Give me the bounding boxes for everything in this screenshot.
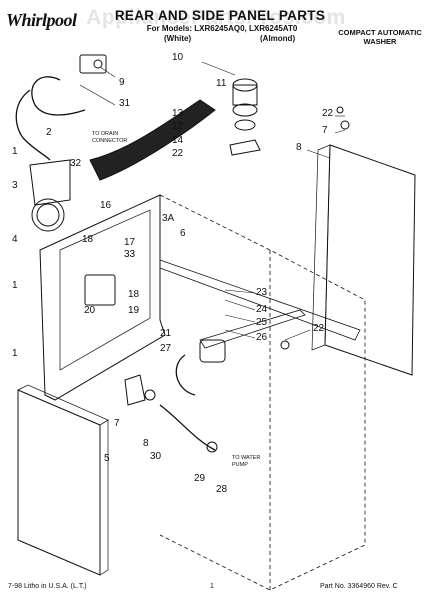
callout-5: 5 [104, 453, 110, 464]
brand-logo: Whirlpool [6, 10, 77, 30]
drain-note-line-1: TO DRAIN [92, 131, 119, 137]
subtitle-line-1: COMPACT AUTOMATIC [338, 28, 422, 37]
water-pump [199, 339, 226, 363]
callout-1-upper: 1 [12, 146, 18, 157]
callout-26: 26 [256, 332, 268, 343]
motor-unit [84, 274, 116, 306]
pump-note: TO WATER PUMP [232, 455, 260, 468]
water-valve [79, 54, 107, 74]
footer-part-number: Part No. 3364960 Rev. C [320, 583, 398, 590]
callout-18-lower: 18 [128, 289, 140, 300]
callout-8-lower: 8 [143, 438, 149, 449]
pump-note-line-1: TO WATER [232, 455, 261, 461]
top-brace [159, 259, 361, 341]
callout-32: 32 [70, 158, 82, 169]
callout-22-right: 22 [322, 108, 334, 119]
right-side-panel [324, 144, 416, 376]
callout-33: 33 [124, 249, 136, 260]
callout-27: 27 [160, 343, 172, 354]
callout-10: 10 [172, 52, 184, 63]
callout-22-upper: 22 [172, 148, 184, 159]
diagram-title: REAR AND SIDE PANEL PARTS [114, 8, 326, 23]
base-frame [199, 309, 306, 349]
callout-30: 30 [150, 451, 162, 462]
callout-31: 31 [119, 98, 131, 109]
callout-17: 17 [124, 237, 136, 248]
fill-hose [15, 89, 51, 161]
callout-1-lower: 1 [12, 348, 18, 359]
callout-1-middle: 1 [12, 280, 18, 291]
callout-28: 28 [216, 484, 228, 495]
callout-2: 2 [46, 127, 52, 138]
callout-29: 29 [194, 473, 206, 484]
callout-3: 3 [12, 180, 18, 191]
callout-9: 9 [119, 77, 125, 88]
callout-19: 19 [128, 305, 140, 316]
callout-18-upper: 18 [82, 234, 94, 245]
callout-13: 13 [172, 108, 184, 119]
drain-note: TO DRAIN CONNECTOR [92, 131, 127, 144]
cabinet-outline [159, 194, 366, 591]
drain-hose [159, 404, 216, 451]
callout-14: 14 [172, 135, 184, 146]
callout-7-lower: 7 [114, 418, 120, 429]
left-side-panel [17, 389, 101, 576]
callout-22-lower: 22 [313, 323, 325, 334]
callout-25: 25 [256, 317, 268, 328]
footer-page-number: 1 [210, 583, 214, 590]
callout-20: 20 [84, 305, 96, 316]
drain-note-line-2: CONNECTOR [92, 137, 128, 144]
callout-8-right: 8 [296, 142, 302, 153]
color-almond-label: (Almond) [260, 34, 296, 43]
callout-24: 24 [256, 304, 268, 315]
rear-panel [39, 194, 166, 401]
pump-note-line-2: PUMP [232, 461, 248, 468]
callout-11: 11 [216, 78, 227, 89]
watermark: AppliancePartsPros.com [86, 6, 346, 29]
callout-4: 4 [12, 234, 18, 245]
footer-left: 7-98 Litho in U.S.A. (L.T.) [8, 583, 87, 590]
callout-3a: 3A [162, 213, 175, 224]
model-numbers: For Models: LXR6245AQ0, LXR6245AT0 [146, 24, 298, 33]
subtitle-line-2: WASHER [363, 37, 397, 46]
callout-7-upper: 7 [322, 125, 328, 136]
callout-6: 6 [180, 228, 186, 239]
color-white-label: (White) [164, 34, 192, 43]
product-subtitle: COMPACT AUTOMATIC WASHER [330, 28, 430, 46]
callout-23: 23 [256, 287, 268, 298]
callout-16: 16 [100, 200, 112, 211]
callout-21: 21 [160, 328, 172, 339]
callout-12: 12 [172, 121, 184, 132]
